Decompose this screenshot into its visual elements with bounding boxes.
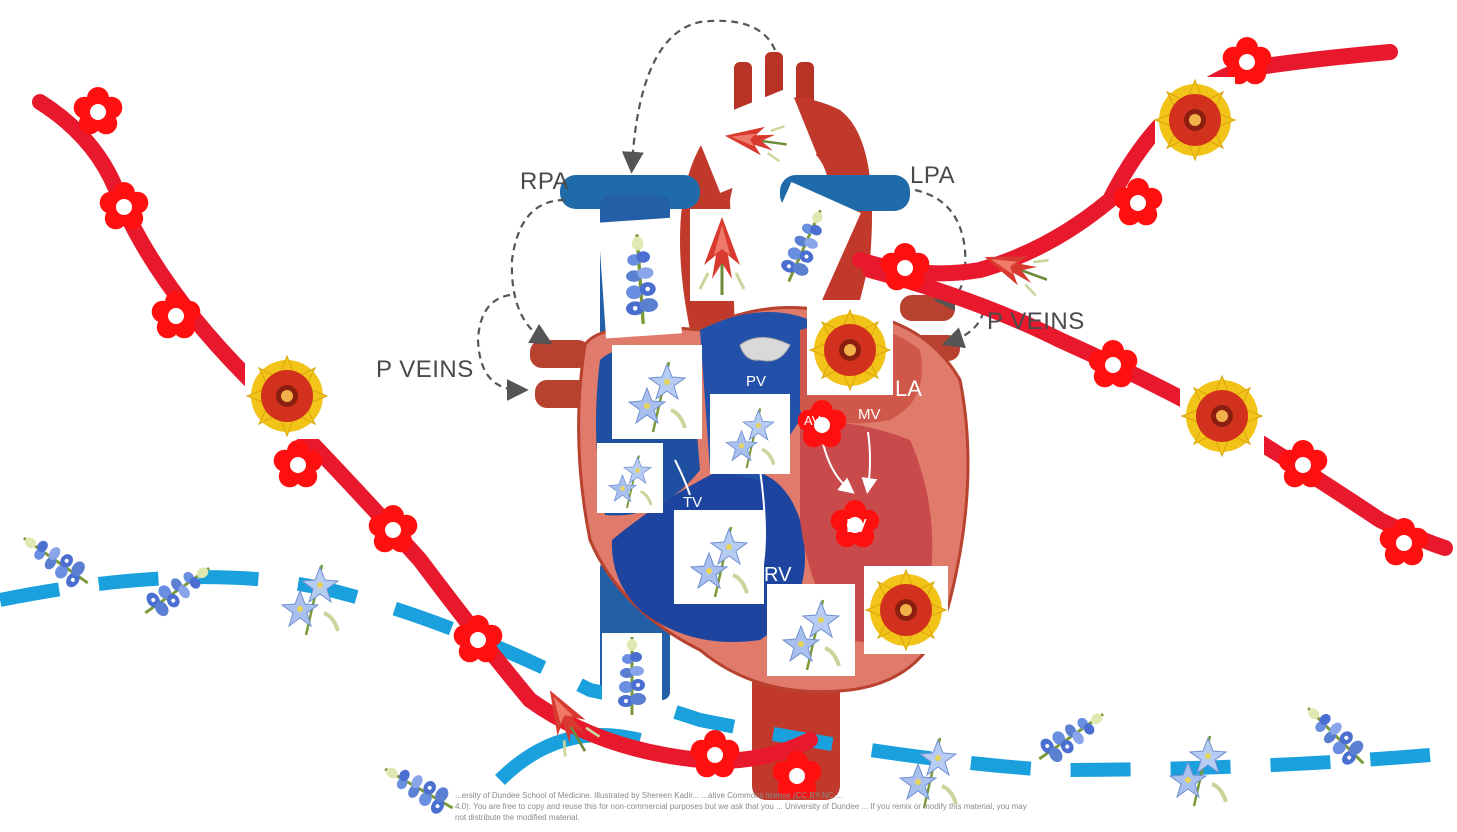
flower-tiles	[245, 77, 1264, 763]
starflower-tile	[597, 443, 663, 513]
bluebonnet-icon	[135, 555, 219, 626]
red-flower-icon	[880, 243, 930, 291]
pulmonary-vein-l1	[530, 340, 590, 368]
label-lpa: LPA	[910, 162, 956, 189]
label-rpa: RPA	[520, 168, 570, 195]
paintbrush-tile	[693, 87, 817, 193]
paintbrush-tile	[690, 209, 754, 301]
gaillardia-tile	[1154, 77, 1236, 163]
label-la: LA	[895, 376, 922, 401]
red-flower-icon	[73, 87, 123, 135]
bluebonnet-tile	[749, 182, 861, 308]
starflower-icon	[280, 563, 340, 637]
bluebonnet-tile	[598, 217, 682, 339]
bluebonnet-tile	[602, 633, 662, 717]
flow-arrows	[476, 19, 987, 401]
gaillardia-tile	[864, 566, 948, 654]
red-flower-icon	[1278, 440, 1328, 488]
label-rv: RV	[764, 564, 792, 586]
arrow-lpa	[914, 188, 967, 311]
arrow-rpa	[510, 198, 566, 345]
bluebonnet-icon	[1029, 701, 1113, 772]
credit-line-3: not distribute the modified material.	[455, 813, 580, 822]
label-p-veins-left: P VEINS	[376, 356, 474, 383]
starflower-tile	[674, 510, 764, 604]
gaillardia-tile	[245, 353, 329, 439]
red-flower-icon	[151, 291, 201, 339]
pulmonary-valve	[739, 337, 791, 362]
red-line-right-upper	[852, 44, 1398, 282]
bluebonnet-icon	[376, 755, 462, 822]
credit-line-2: 4.0). You are free to copy and reuse thi…	[455, 802, 1027, 811]
red-flower-icon	[1088, 340, 1138, 388]
label-lv: LV	[846, 516, 867, 536]
label-tv: TV	[683, 494, 703, 511]
label-p-veins-right: P VEINS	[987, 308, 1085, 335]
arrow-top	[621, 19, 777, 174]
label-pv: PV	[746, 373, 767, 390]
label-av: AV	[804, 413, 821, 428]
starflower-tile	[612, 345, 702, 439]
gaillardia-tile	[807, 305, 893, 395]
label-mv: MV	[858, 406, 881, 423]
gaillardia-tile	[1180, 373, 1264, 459]
red-flower-icon	[99, 182, 149, 230]
starflower-tile	[710, 394, 790, 474]
image-credit: ...ersity of Dundee School of Medicine. …	[455, 790, 1115, 823]
credit-line-1: ...ersity of Dundee School of Medicine. …	[455, 791, 843, 800]
pulmonary-vein-l2	[535, 380, 590, 408]
arrow-p-veins-left	[476, 293, 529, 401]
starflower-tile	[767, 584, 855, 676]
red-flower-icon	[690, 730, 740, 778]
